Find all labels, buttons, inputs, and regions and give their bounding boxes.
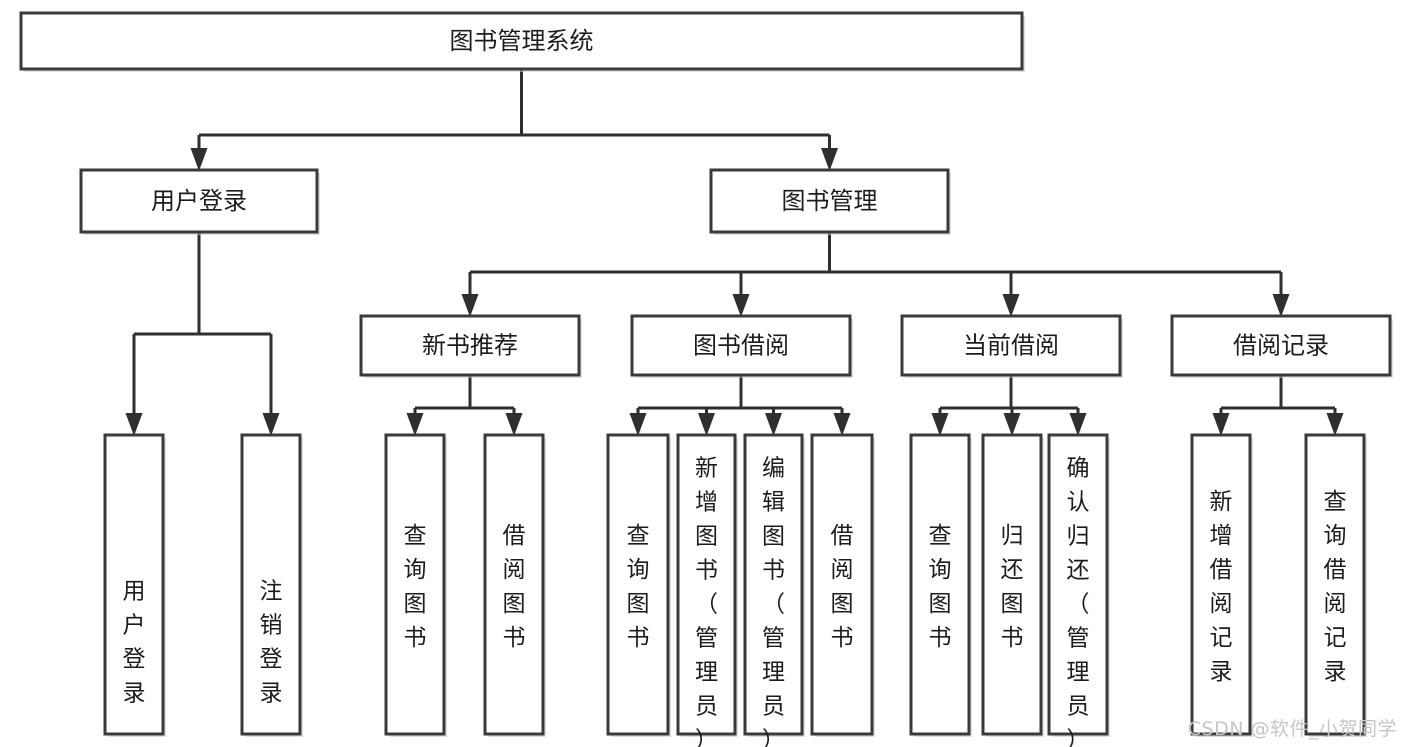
connector-arrowhead xyxy=(1326,413,1344,436)
node-book-manage[interactable]: 图书管理 xyxy=(709,168,951,235)
node-leaf-borrow-book[interactable]: 借阅图书 xyxy=(810,433,875,737)
node-leaf-add-book-admin[interactable]: 新增图书（管理员） xyxy=(676,433,738,747)
node-label: 确认归还（管理员） xyxy=(1067,456,1090,747)
connector-arrowhead xyxy=(698,413,715,436)
node-rect xyxy=(1304,433,1366,736)
connector-arrowhead xyxy=(732,294,750,317)
connector-arrowhead xyxy=(821,148,838,171)
node-rect xyxy=(981,433,1043,736)
connector-arrowhead xyxy=(505,413,523,436)
node-leaf-edit-book-admin[interactable]: 编辑图书（管理员） xyxy=(743,433,805,747)
connector-arrowhead xyxy=(1272,294,1290,317)
node-rect xyxy=(359,314,581,377)
node-label: 当前借阅 xyxy=(963,332,1059,360)
connector-layer xyxy=(125,69,1344,436)
node-label: 新增借阅记录 xyxy=(1210,489,1233,685)
node-rect xyxy=(709,168,950,234)
node-rect xyxy=(483,433,545,736)
node-leaf-user-logout[interactable]: 注销登录 xyxy=(240,433,303,737)
node-rect xyxy=(384,433,446,736)
node-rect xyxy=(676,433,737,736)
connector-arrowhead xyxy=(1069,413,1087,436)
node-label: 用户登录 xyxy=(123,579,146,707)
node-label: 查询图书 xyxy=(627,523,650,651)
node-label: 借阅图书 xyxy=(831,523,854,651)
node-rect xyxy=(909,433,971,736)
node-rect xyxy=(630,314,852,377)
node-user-login[interactable]: 用户登录 xyxy=(79,168,320,235)
connector-arrowhead xyxy=(190,148,208,171)
node-rect xyxy=(19,11,1024,71)
node-borrow-records[interactable]: 借阅记录 xyxy=(1170,314,1393,378)
node-label: 查询图书 xyxy=(404,523,427,651)
node-rect xyxy=(606,433,670,736)
connector-arrowhead xyxy=(765,413,782,436)
node-rect xyxy=(103,433,165,736)
node-leaf-confirm-return-admin[interactable]: 确认归还（管理员） xyxy=(1047,433,1110,747)
node-label: 查询图书 xyxy=(929,523,952,651)
node-label: 注销登录 xyxy=(260,579,283,707)
node-leaf-user-login[interactable]: 用户登录 xyxy=(103,433,166,737)
node-label: 查询借阅记录 xyxy=(1324,489,1347,685)
node-rect xyxy=(79,168,319,234)
node-leaf-query-book-borrow[interactable]: 查询图书 xyxy=(606,433,671,737)
node-rect xyxy=(240,433,302,736)
node-root[interactable]: 图书管理系统 xyxy=(19,11,1025,72)
node-rect xyxy=(810,433,874,736)
connector-arrowhead xyxy=(262,413,280,436)
node-leaf-borrow-book-rec[interactable]: 借阅图书 xyxy=(483,433,546,737)
node-label: 编辑图书（管理员） xyxy=(762,456,785,747)
node-rect xyxy=(743,433,804,736)
connector-arrowhead xyxy=(125,413,143,436)
node-layer: 图书管理系统用户登录图书管理新书推荐图书借阅当前借阅借阅记录用户登录注销登录查询… xyxy=(19,11,1393,747)
node-label: 借阅记录 xyxy=(1233,332,1329,360)
node-label: 归还图书 xyxy=(1001,523,1024,651)
node-label: 新增图书（管理员） xyxy=(695,456,718,747)
node-label: 借阅图书 xyxy=(503,523,526,651)
node-new-book-recommend[interactable]: 新书推荐 xyxy=(359,314,582,378)
node-leaf-query-borrow-record[interactable]: 查询借阅记录 xyxy=(1304,433,1367,737)
node-label: 用户登录 xyxy=(151,187,247,215)
node-rect xyxy=(900,314,1122,377)
connector-arrowhead xyxy=(1003,413,1021,436)
node-leaf-return-book[interactable]: 归还图书 xyxy=(981,433,1044,737)
node-rect xyxy=(1190,433,1252,736)
node-current-borrow[interactable]: 当前借阅 xyxy=(900,314,1123,378)
node-label: 新书推荐 xyxy=(422,332,518,360)
connector-arrowhead xyxy=(931,413,949,436)
node-rect xyxy=(1170,314,1392,377)
connector-arrowhead xyxy=(406,413,424,436)
node-label: 图书管理 xyxy=(782,187,878,215)
node-book-borrow[interactable]: 图书借阅 xyxy=(630,314,853,378)
connector-arrowhead xyxy=(1002,294,1020,317)
node-label: 图书管理系统 xyxy=(450,27,594,55)
watermark-label: CSDN @软件_小贺同学 xyxy=(1187,718,1397,740)
node-leaf-query-book-current[interactable]: 查询图书 xyxy=(909,433,972,737)
connector-arrowhead xyxy=(461,294,479,317)
node-leaf-query-book-rec[interactable]: 查询图书 xyxy=(384,433,447,737)
connector-arrowhead xyxy=(833,413,851,436)
node-leaf-add-borrow-record[interactable]: 新增借阅记录 xyxy=(1190,433,1253,737)
node-label: 图书借阅 xyxy=(693,332,789,360)
node-rect xyxy=(1047,433,1109,736)
connector-arrowhead xyxy=(1212,413,1230,436)
connector-arrowhead xyxy=(629,413,647,436)
